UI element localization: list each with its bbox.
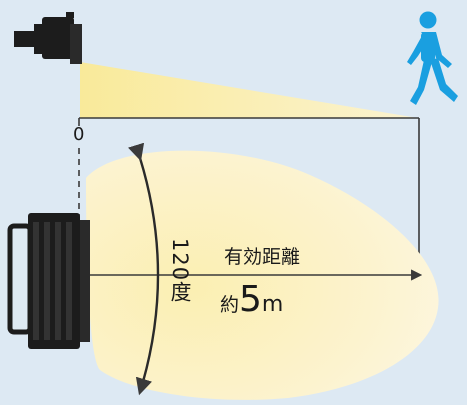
distance-number: 5 — [239, 279, 262, 320]
distance-unit: m — [261, 292, 284, 317]
floodlight-front-icon — [7, 213, 90, 349]
distance-value: 約5m — [220, 282, 283, 318]
zero-label: 0 — [73, 124, 85, 145]
side-light-beam — [80, 62, 418, 118]
angle-arrow-icon — [128, 142, 160, 396]
floodlight-side-icon — [14, 12, 82, 64]
walking-person-icon — [407, 11, 458, 105]
effective-distance-label: 有効距離 — [224, 246, 301, 268]
angle-label: 120度 — [168, 238, 192, 304]
distance-prefix: 約 — [220, 294, 240, 316]
